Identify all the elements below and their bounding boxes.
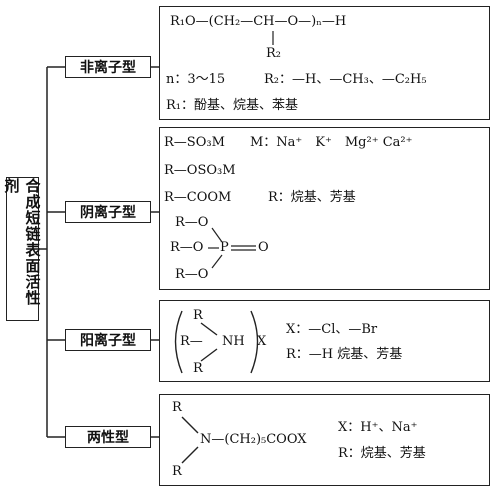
phosphate-p: P [220,240,229,255]
amphoteric-detail-box: R N—(CH₂)₅COOX R X：H⁺、Na⁺ R：烷基、芳基 [159,394,490,486]
phosphate-bonds [208,227,256,269]
amphoteric-x-values: X：H⁺、Na⁺ [338,420,418,435]
amphoteric-chain: N—(CH₂)₅COOX [200,432,307,447]
phosphate-r-o-top: R—O [175,215,209,230]
category-cationic: 阳离子型 [65,329,151,351]
cationic-r-mid: R— [180,334,203,349]
category-nonionic: 非离子型 [65,56,151,78]
cationic-r-bottom: R [193,361,203,376]
cationic-detail-box: R R— NH R X X：—Cl、—Br R：—H 烷基、芳基 [159,300,490,382]
anionic-formula-sulfonate: R—SO₃M [164,135,225,150]
category-anionic: 阴离子型 [65,201,151,223]
amphoteric-r-bottom: R [172,464,182,479]
nonionic-r1-values: R₁：酚基、烷基、苯基 [166,98,298,113]
anionic-m-values: M：Na⁺ K⁺ Mg²⁺ Ca²⁺ [250,135,413,150]
amphoteric-r-values: R：烷基、芳基 [338,446,426,461]
nonionic-r2-values: R₂：—H、—CH₃、—C₂H₅ [264,72,427,87]
cationic-counter-ion: X [257,334,267,349]
anionic-r-values: R：烷基、芳基 [268,190,356,205]
cationic-structure [174,310,259,374]
nonionic-n-range: n：3～15 [166,72,226,87]
phosphate-r-o-mid: R—O [170,240,204,255]
cationic-x-values: X：—Cl、—Br [286,322,378,337]
category-amphoteric: 两性型 [65,426,151,448]
root-title: 合成短链表面活性剂 [2,178,42,306]
root-title-box: 合成短链表面活性剂 [3,177,42,321]
cationic-r-values: R：—H 烷基、芳基 [286,347,403,362]
nonionic-formula: R₁O—(CH₂—CH—O—)ₙ—H [170,14,347,29]
nonionic-substituent: R₂ [266,46,281,61]
amphoteric-bonds [181,416,199,464]
phosphate-double-o: O [258,240,269,255]
anionic-formula-carboxylate: R—COOM [164,190,232,205]
amphoteric-r-top: R [172,400,182,415]
phosphate-r-o-bottom: R—O [175,267,209,282]
branch-bond [272,31,274,45]
cationic-nh: NH [222,334,245,349]
cationic-r-top: R [193,308,203,323]
anionic-formula-sulfate: R—OSO₃M [164,163,236,178]
nonionic-detail-box: R₁O—(CH₂—CH—O—)ₙ—H R₂ n：3～15 R₂：—H、—CH₃、… [159,6,490,120]
anionic-detail-box: R—SO₃M M：Na⁺ K⁺ Mg²⁺ Ca²⁺ R—OSO₃M R—COOM… [159,127,490,290]
